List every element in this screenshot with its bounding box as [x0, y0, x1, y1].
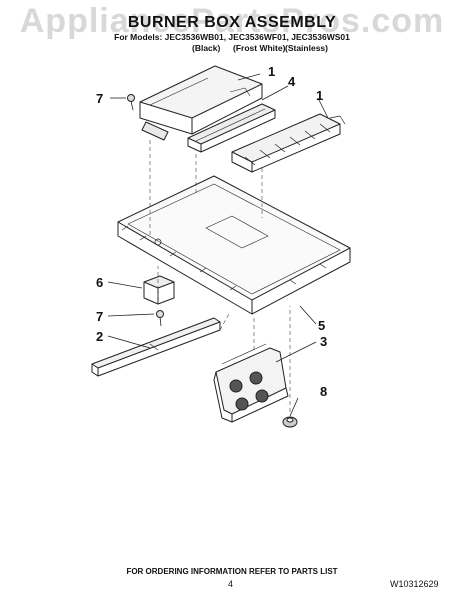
finish-frost-white: (Frost White)	[233, 43, 286, 53]
part-screw-mid	[156, 310, 164, 327]
part-channel	[187, 103, 276, 153]
watermark-logo: AppliancePartsPros.com	[19, 2, 445, 40]
finish-stainless: (Stainless)	[285, 43, 328, 53]
part-bracket-top	[139, 65, 263, 141]
callout-5: 5	[318, 318, 326, 333]
page-number: 4	[228, 579, 234, 589]
callout-1-top: 1	[268, 64, 276, 79]
callout-7-top: 7	[96, 91, 104, 106]
part-grommet	[282, 416, 298, 428]
callout-1-right: 1	[316, 88, 324, 103]
alignment-lines	[149, 140, 291, 412]
model-list: For Models: JEC3536WB01, JEC3536WF01, JE…	[114, 32, 350, 42]
callout-6: 6	[96, 275, 104, 290]
callout-4: 4	[288, 74, 296, 89]
callout-7-mid: 7	[96, 309, 104, 324]
finish-black: (Black)	[192, 43, 221, 53]
page-title: BURNER BOX ASSEMBLY	[127, 14, 337, 31]
callout-8: 8	[320, 384, 328, 399]
callout-2: 2	[96, 329, 104, 344]
callout-3: 3	[320, 334, 328, 349]
part-long-rail	[91, 317, 221, 377]
document-number: W10312629	[390, 579, 439, 589]
part-small-box	[143, 275, 175, 305]
ordering-note: FOR ORDERING INFORMATION REFER TO PARTS …	[126, 567, 338, 576]
leader-lines	[107, 73, 329, 417]
part-burner-cover	[213, 343, 289, 423]
part-screw-top	[127, 94, 135, 111]
part-ribbed-shield	[231, 113, 346, 173]
part-burner-box-tray	[117, 175, 351, 315]
